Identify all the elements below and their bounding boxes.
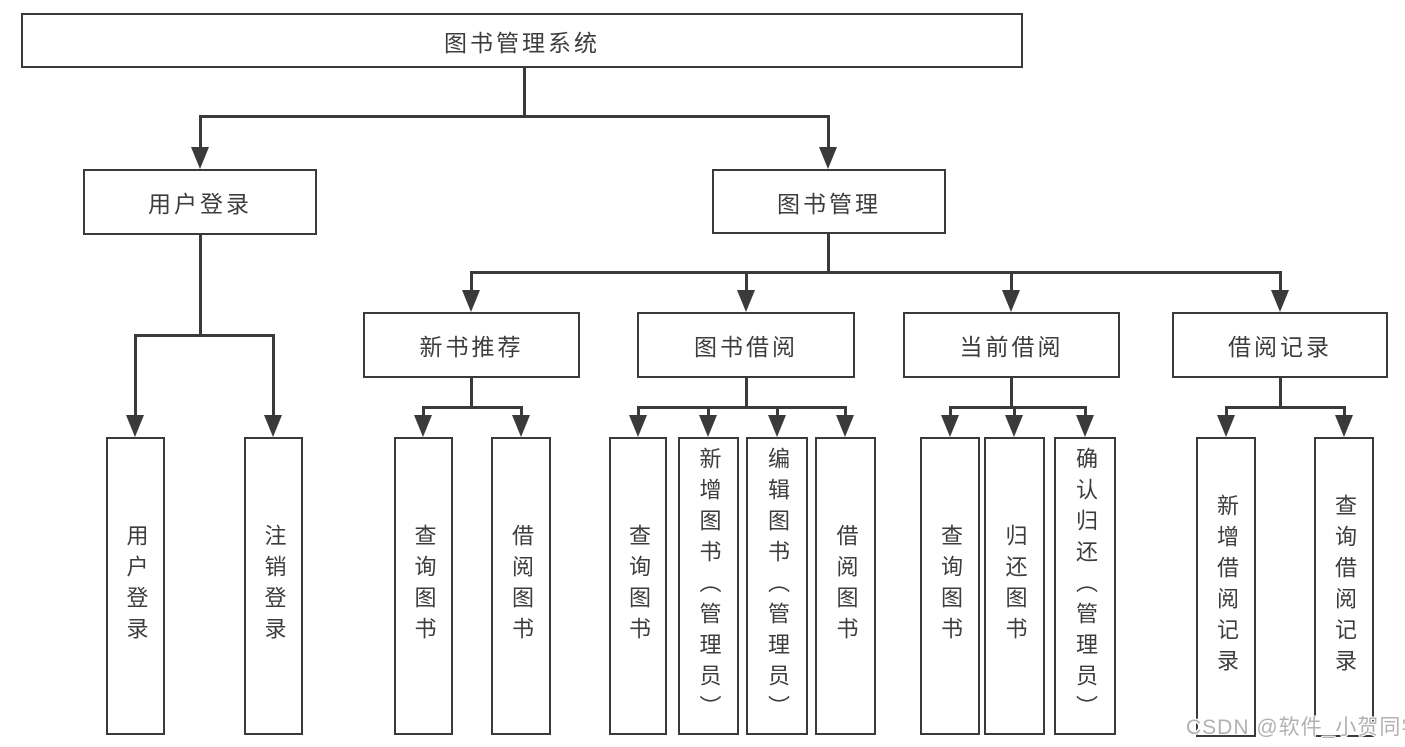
connector-line — [134, 334, 137, 420]
arrowhead-down — [462, 290, 480, 312]
arrowhead-down — [629, 415, 647, 437]
arrowhead-down — [737, 290, 755, 312]
arrowhead-down — [819, 147, 837, 169]
connector-line — [745, 378, 748, 409]
leaf-query-books-borrow-label: 查询图书 — [626, 524, 651, 648]
arrowhead-down — [1271, 290, 1289, 312]
arrowhead-down — [699, 415, 717, 437]
arrowhead-down — [941, 415, 959, 437]
arrowhead-down — [1217, 415, 1235, 437]
connector-line — [1279, 271, 1282, 293]
connector-line — [827, 115, 830, 153]
leaf-confirm-return-admin-label: 确认归还（管理员） — [1073, 446, 1098, 726]
arrowhead-down — [1005, 415, 1023, 437]
leaf-add-books-admin: 新增图书（管理员） — [678, 437, 739, 735]
leaf-return-books: 归还图书 — [984, 437, 1045, 735]
connector-line — [1225, 406, 1228, 421]
leaf-add-borrow-record: 新增借阅记录 — [1196, 437, 1256, 737]
leaf-user-login: 用户登录 — [106, 437, 165, 735]
connector-line — [1010, 378, 1013, 409]
leaf-query-books-recommend-label: 查询图书 — [411, 524, 437, 648]
connector-line — [637, 406, 640, 421]
csdn-watermark: CSDN @软件_小贺同学 — [1186, 716, 1405, 739]
leaf-add-books-admin-label: 新增图书（管理员） — [696, 446, 722, 726]
connector-line — [199, 115, 202, 153]
arrowhead-down — [191, 147, 209, 169]
leaf-logout-label: 注销登录 — [261, 524, 287, 648]
node-book-management: 图书管理 — [712, 169, 946, 234]
arrowhead-down — [264, 415, 282, 437]
connector-line — [470, 271, 473, 293]
node-book-borrow: 图书借阅 — [637, 312, 855, 378]
leaf-user-login-label: 用户登录 — [123, 524, 149, 648]
connector-line — [1279, 378, 1282, 409]
connector-line — [1013, 406, 1016, 421]
leaf-borrow-books: 借阅图书 — [815, 437, 876, 735]
leaf-query-borrow-record: 查询借阅记录 — [1314, 437, 1374, 737]
arrowhead-down — [414, 415, 432, 437]
connector-line — [470, 378, 473, 409]
leaf-confirm-return-admin: 确认归还（管理员） — [1054, 437, 1116, 735]
connector-line — [422, 406, 523, 409]
node-new-book-recommend: 新书推荐 — [363, 312, 580, 378]
arrowhead-down — [1076, 415, 1094, 437]
leaf-borrow-books-label: 借阅图书 — [833, 524, 859, 648]
arrowhead-down — [512, 415, 530, 437]
leaf-query-books-recommend: 查询图书 — [394, 437, 453, 735]
connector-line — [637, 406, 847, 409]
connector-line — [272, 334, 275, 420]
arrowhead-down — [1002, 290, 1020, 312]
leaf-borrow-books-recommend-label: 借阅图书 — [509, 524, 534, 648]
leaf-query-books-borrow: 查询图书 — [609, 437, 667, 735]
node-borrow-records: 借阅记录 — [1172, 312, 1388, 378]
connector-line — [776, 406, 779, 421]
leaf-add-borrow-record-label: 新增借阅记录 — [1214, 494, 1239, 680]
connector-line — [199, 115, 830, 118]
leaf-edit-books-admin-label: 编辑图书（管理员） — [765, 446, 790, 726]
node-root-library-system: 图书管理系统 — [21, 13, 1023, 68]
leaf-query-borrow-record-label: 查询借阅记录 — [1332, 494, 1357, 680]
node-current-borrow: 当前借阅 — [903, 312, 1120, 378]
leaf-query-books-current-label: 查询图书 — [938, 524, 963, 648]
connector-line — [844, 406, 847, 421]
node-user-login: 用户登录 — [83, 169, 317, 235]
leaf-borrow-books-recommend: 借阅图书 — [491, 437, 551, 735]
connector-line — [520, 406, 523, 421]
connector-line — [949, 406, 1087, 409]
leaf-edit-books-admin: 编辑图书（管理员） — [746, 437, 808, 735]
connector-line — [523, 68, 526, 118]
arrowhead-down — [126, 415, 144, 437]
leaf-logout: 注销登录 — [244, 437, 303, 735]
connector-line — [1343, 406, 1346, 421]
connector-line — [470, 271, 1282, 274]
connector-line — [1010, 271, 1013, 293]
connector-line — [199, 235, 202, 337]
arrowhead-down — [836, 415, 854, 437]
arrowhead-down — [1335, 415, 1353, 437]
connector-line — [134, 334, 275, 337]
leaf-query-books-current: 查询图书 — [920, 437, 980, 735]
connector-line — [745, 271, 748, 293]
connector-line — [1225, 406, 1346, 409]
leaf-return-books-label: 归还图书 — [1002, 524, 1028, 648]
connector-line — [1084, 406, 1087, 421]
connector-line — [422, 406, 425, 421]
connector-line — [827, 234, 830, 274]
arrowhead-down — [768, 415, 786, 437]
connector-line — [949, 406, 952, 421]
connector-line — [707, 406, 710, 421]
